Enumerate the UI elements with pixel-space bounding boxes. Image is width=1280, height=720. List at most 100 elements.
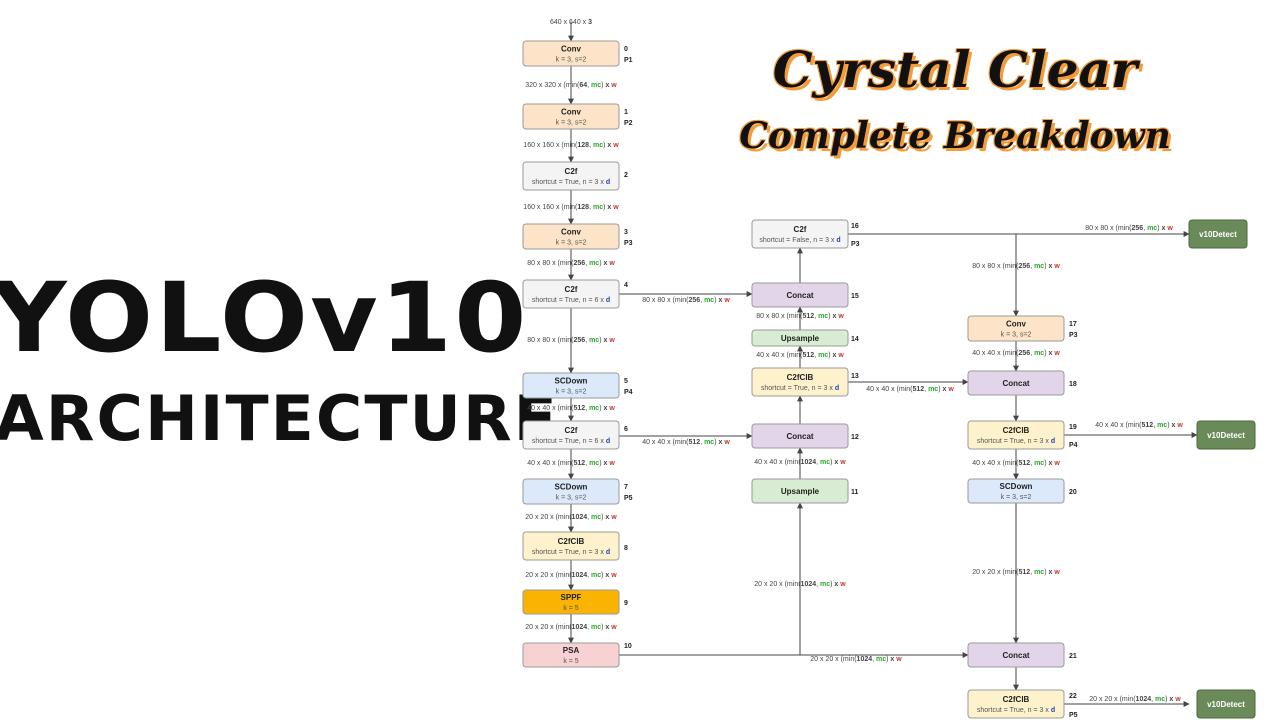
node-v10detect-d3: v10Detect [1196,689,1256,719]
node-box [967,478,1065,504]
node-pyramid-level: P1 [624,57,633,64]
node-c2fcib-13: C2fCIB shortcut = True, n = 3 x d 13 [751,367,859,397]
node-box [522,40,620,67]
node-pyramid-level: P4 [624,389,633,396]
node-title: Upsample [781,334,820,343]
node-upsample-14: Upsample 14 [751,329,859,347]
node-index: 4 [624,282,628,289]
node-conv-0: Conv k = 3, s=2 0P1 [522,40,633,67]
node-index: 19 [1069,424,1077,431]
page-title: YOLOv10 [0,262,529,374]
edge-shape-label: 20 x 20 x (min(512, mc) x w [972,569,1060,576]
edge-shape-label: 320 x 320 x (min(64, mc) x w [525,82,617,89]
node-index: 8 [624,545,628,552]
edge-shape-label: 40 x 40 x (min(512, mc) x w [642,439,730,446]
edge-shape-label: 40 x 40 x (min(512, mc) x w [1095,422,1183,429]
node-box [751,329,849,347]
node-title: Conv [561,108,582,117]
node-title: SPPF [561,593,582,602]
node-box [522,103,620,130]
edge-shape-label: 40 x 40 x (min(512, mc) x w [756,352,844,359]
node-pyramid-level: P3 [624,240,633,247]
node-index: 20 [1069,489,1077,496]
node-params: shortcut = True, n = 3 x d [532,179,610,186]
node-params: k = 3, s=2 [556,495,587,502]
node-index: 1 [624,109,628,116]
node-index: 5 [624,378,628,385]
edge-shape-label: 40 x 40 x (min(512, mc) x w [866,386,954,393]
node-v10detect-d1: v10Detect [1188,219,1248,249]
edge-shape-label: 80 x 80 x (min(256, mc) x w [972,263,1060,270]
edge-shape-label: 40 x 40 x (min(512, mc) x w [972,460,1060,467]
edge-shape-label: 80 x 80 x (min(256, mc) x w [527,337,615,344]
node-index: 14 [851,336,859,343]
node-title: C2f [565,426,578,435]
edge-shape-label: 80 x 80 x (min(256, mc) x w [642,297,730,304]
node-box [967,642,1065,668]
node-title: C2fCIB [1003,426,1030,435]
node-v10detect-d2: v10Detect [1196,420,1256,450]
node-title: SCDown [1000,482,1033,491]
node-box [522,531,620,561]
node-params: k = 3, s=2 [1001,332,1032,339]
edge-shape-label: 20 x 20 x (min(1024, mc) x w [525,514,617,521]
node-pyramid-level: P4 [1069,442,1078,449]
edge-shape-label: 40 x 40 x (min(1024, mc) x w [754,459,846,466]
node-params: shortcut = True, n = 3 x d [761,385,839,392]
node-index: 12 [851,434,859,441]
node-title: Concat [1002,651,1029,660]
node-box [522,478,620,505]
node-index: 11 [851,489,859,496]
node-index: 13 [851,373,859,380]
page-subtitle: ARCHITECTURE [0,382,559,455]
node-title: Concat [786,291,813,300]
node-box [522,420,620,450]
node-box [1188,219,1248,249]
node-index: 9 [624,600,628,607]
node-title: Conv [561,45,582,54]
node-concat-21: Concat 21 [967,642,1077,668]
node-box [967,689,1065,719]
node-pyramid-level: P2 [624,120,633,127]
node-index: 0 [624,46,628,53]
node-pyramid-level: P3 [851,241,860,248]
edge-shape-label: 80 x 80 x (min(256, mc) x w [1085,225,1173,232]
node-box [751,219,849,249]
node-title: C2fCIB [1003,695,1030,704]
node-box [522,161,620,191]
edge-shape-label: 20 x 20 x (min(1024, mc) x w [1089,696,1181,703]
edge-shape-label: 80 x 80 x (min(512, mc) x w [756,313,844,320]
node-title: Conv [1006,320,1027,329]
node-box [751,423,849,449]
edge-shape-label: 160 x 160 x (min(128, mc) x w [523,204,619,211]
node-index: 21 [1069,653,1077,660]
node-title: SCDown [555,377,588,386]
node-box [751,478,849,504]
edge-shape-label: 20 x 20 x (min(1024, mc) x w [525,624,617,631]
node-params: shortcut = True, n = 6 x d [532,438,610,445]
node-box [751,367,849,397]
node-index: 18 [1069,381,1077,388]
node-params: k = 3, s=2 [556,120,587,127]
node-box [522,279,620,309]
headline: Cyrstal Clear [772,40,1138,99]
node-title: C2fCIB [787,373,814,382]
node-index: 6 [624,426,628,433]
node-box [1196,420,1256,450]
node-params: k = 3, s=2 [556,57,587,64]
node-pyramid-level: P5 [624,495,633,502]
node-params: k = 5 [563,605,578,612]
node-title: v10Detect [1199,230,1237,239]
